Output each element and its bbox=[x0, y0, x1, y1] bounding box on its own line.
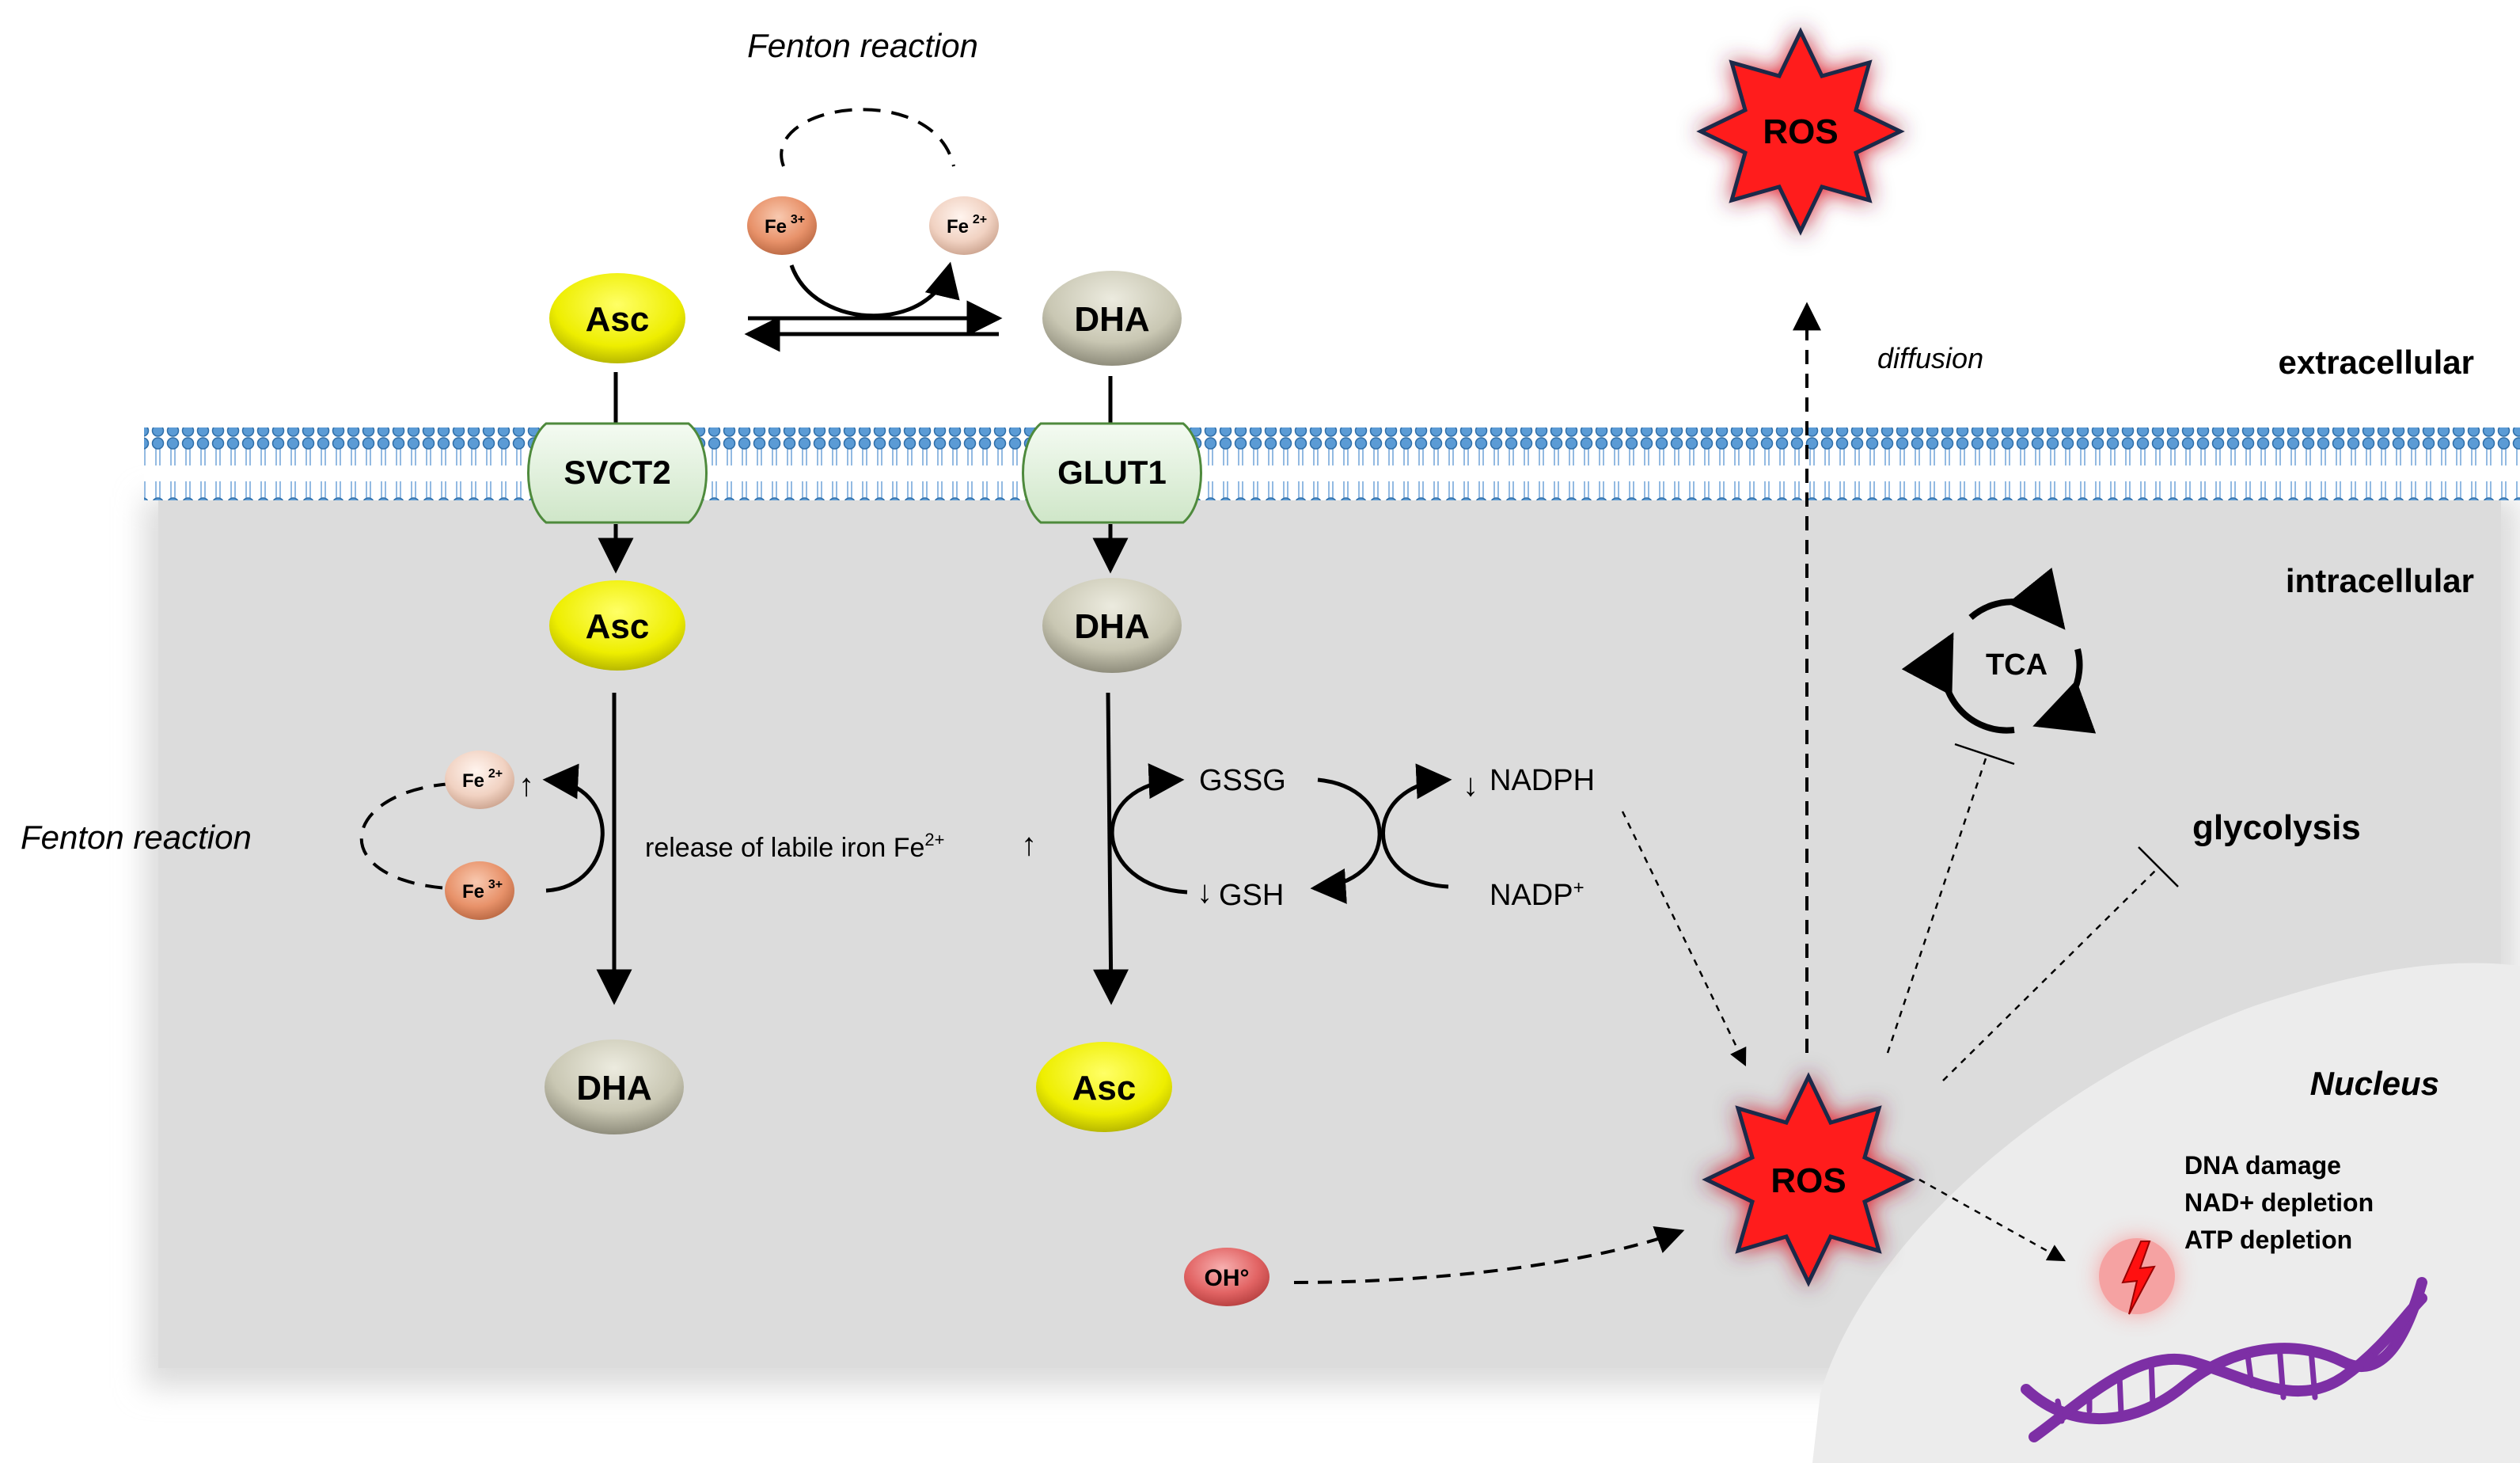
glycolysis-label: glycolysis bbox=[2192, 808, 2361, 847]
fe2-sup-top: 2+ bbox=[973, 213, 987, 226]
gssg-to-gsh-arc bbox=[1310, 777, 1382, 904]
fe3-ion-top bbox=[747, 196, 817, 255]
dha-extracellular bbox=[1042, 271, 1182, 366]
fe3-label-left: Fe bbox=[462, 881, 484, 902]
fe2-ion-top bbox=[929, 196, 999, 255]
nadph-label: NADPH bbox=[1490, 764, 1595, 797]
asc-product-right-label: Asc bbox=[1072, 1069, 1137, 1108]
dha-to-asc-arrow bbox=[1093, 692, 1129, 1005]
svct2-label: SVCT2 bbox=[564, 454, 670, 491]
fe3-sup-top: 3+ bbox=[791, 213, 805, 226]
fe3-ion-left bbox=[445, 861, 514, 920]
asc-intracellular bbox=[549, 580, 685, 671]
dha-intracellular bbox=[1042, 578, 1182, 673]
gssg-label: GSSG bbox=[1199, 764, 1286, 797]
fe2-label-top: Fe bbox=[947, 216, 969, 238]
nucleus bbox=[1812, 963, 2520, 1463]
ros-burst-intracellular-shape bbox=[1702, 1072, 1915, 1287]
labile-iron-label: release of labile iron Fe2+ bbox=[645, 830, 945, 863]
ros-burst-extracellular bbox=[1696, 27, 1905, 236]
extracellular-label: extracellular bbox=[2279, 344, 2475, 381]
fenton-reaction-top-label: Fenton reaction bbox=[747, 27, 978, 64]
dha-extracellular-label: DHA bbox=[1074, 300, 1149, 339]
svct2-transporter bbox=[527, 422, 708, 524]
fenton-left-curved-arrow bbox=[542, 763, 605, 893]
lipid-bilayer bbox=[144, 428, 2520, 500]
fe2-label-left: Fe bbox=[462, 770, 484, 792]
dna-rungs bbox=[2055, 1327, 2401, 1424]
fe2-ion-left bbox=[445, 750, 514, 809]
asc-extracellular-label: Asc bbox=[586, 300, 650, 339]
diffusion-label: diffusion bbox=[1877, 342, 1983, 374]
intracellular-label: intracellular bbox=[2286, 562, 2474, 599]
dha-product-left bbox=[545, 1039, 684, 1134]
fenton-left-dashed-loop bbox=[359, 782, 452, 890]
atp-depletion-label: ATP depletion bbox=[2184, 1226, 2352, 1254]
nad-depletion-label: NAD+ depletion bbox=[2184, 1188, 2374, 1217]
fe2-up-arrow-left: ↑ bbox=[518, 768, 534, 803]
nadp-to-nadph-arc bbox=[1381, 763, 1452, 889]
oh-radical bbox=[1184, 1248, 1269, 1306]
dha-product-left-label: DHA bbox=[576, 1069, 651, 1108]
ros-inhibits-glycolysis-bar bbox=[2138, 846, 2179, 887]
glut1-transporter bbox=[1022, 422, 1202, 524]
fe2-sup-left: 2+ bbox=[488, 767, 503, 781]
dna-damage-label: DNA damage bbox=[2184, 1151, 2341, 1180]
fe3-sup-left: 3+ bbox=[488, 878, 503, 891]
tca-cycle-icon bbox=[1901, 567, 2097, 734]
ros-to-dna-arrow bbox=[1918, 1178, 2066, 1262]
fenton-top-curved-arrow bbox=[789, 261, 960, 318]
fenton-reaction-left-label: Fenton reaction bbox=[21, 819, 252, 856]
labile-iron-up-arrow: ↑ bbox=[1021, 827, 1037, 862]
gsh-label: GSH bbox=[1219, 879, 1284, 912]
ros-extracellular-label: ROS bbox=[1763, 112, 1838, 151]
nadph-decrease-arrow: ↓ bbox=[1463, 768, 1478, 803]
ros-burst-intracellular bbox=[1702, 1072, 1915, 1287]
dna-helix-icon bbox=[2021, 1277, 2427, 1442]
tca-label: TCA bbox=[1986, 648, 2048, 682]
ros-burst-extracellular-shape bbox=[1696, 27, 1905, 236]
nucleus-label: Nucleus bbox=[2310, 1065, 2439, 1102]
gsh-decrease-arrow: ↓ bbox=[1197, 875, 1213, 910]
ros-inhibits-tca-line bbox=[1886, 755, 1988, 1054]
lightning-icon bbox=[2121, 1241, 2156, 1315]
gsh-to-gssg-curved-arrow bbox=[1110, 763, 1188, 895]
dna-strand-a bbox=[2021, 1277, 2427, 1424]
oh-radical-label: OH° bbox=[1205, 1265, 1250, 1291]
ros-inhibits-tca-bar bbox=[1954, 743, 2015, 766]
oh-to-ros-arrow bbox=[1293, 1226, 1685, 1284]
glut1-label: GLUT1 bbox=[1057, 454, 1167, 491]
nadph-to-ros-arrow bbox=[1621, 811, 1747, 1067]
asc-product-right bbox=[1036, 1042, 1172, 1132]
fe3-label-top: Fe bbox=[765, 216, 787, 238]
ros-intracellular-label: ROS bbox=[1770, 1161, 1846, 1200]
nadp-label: NADP+ bbox=[1490, 877, 1584, 912]
asc-extracellular bbox=[549, 273, 685, 363]
fenton-top-dashed-loop bbox=[780, 108, 955, 167]
asc-intracellular-label: Asc bbox=[586, 607, 650, 646]
dha-intracellular-label: DHA bbox=[1074, 607, 1149, 646]
